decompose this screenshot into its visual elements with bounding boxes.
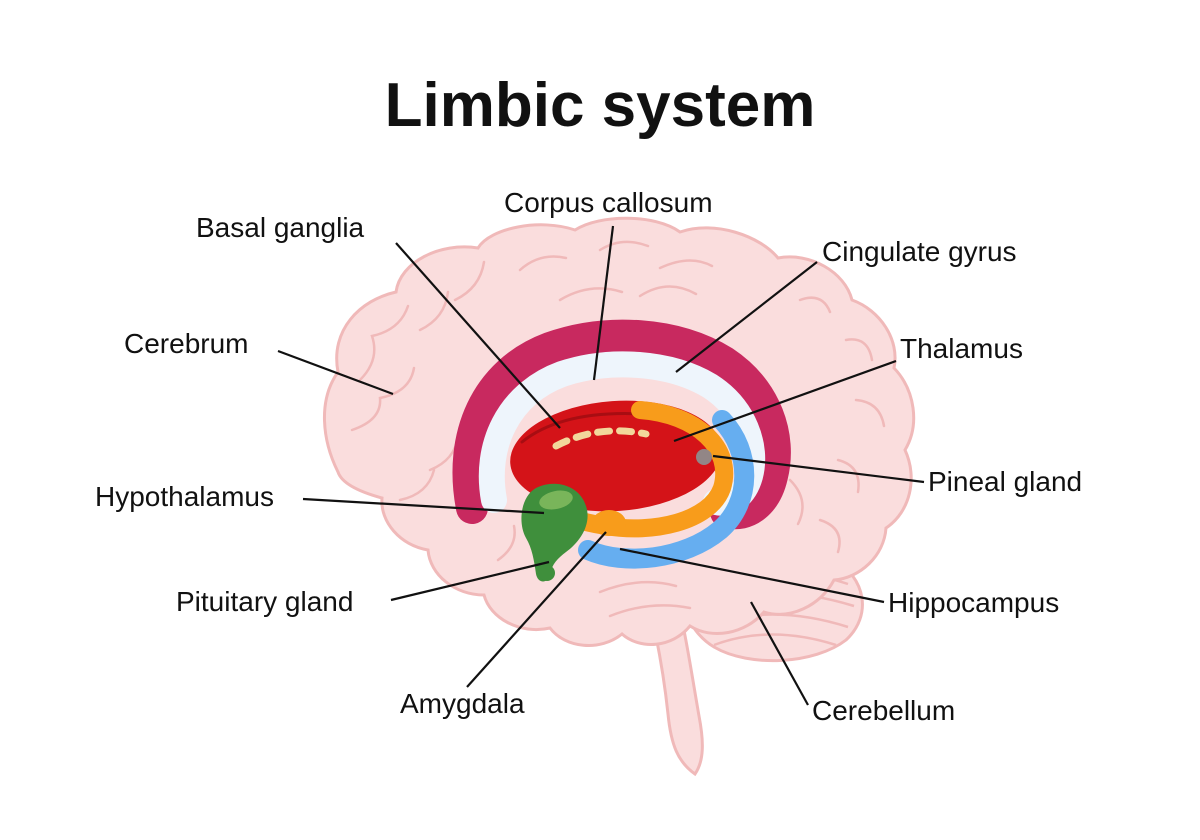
amygdala-shape	[592, 510, 626, 536]
diagram-title: Limbic system	[384, 71, 816, 140]
leader-amygdala	[466, 531, 607, 688]
hypothalamus-shape	[521, 483, 588, 582]
leader-lines	[277, 225, 925, 706]
cingulate-gyrus-shape	[452, 319, 791, 530]
label-hippocampus: Hippocampus	[888, 587, 1060, 618]
leader-pineal-gland	[712, 454, 925, 484]
leader-basal-ganglia	[395, 242, 561, 429]
label-amygdala: Amygdala	[400, 688, 525, 719]
hippocampus-shape	[578, 410, 755, 569]
label-cerebellum: Cerebellum	[812, 695, 956, 726]
leader-cingulate-gyrus	[675, 261, 818, 373]
label-hypothalamus: Hypothalamus	[95, 481, 274, 512]
pineal-gland-shape	[696, 449, 712, 465]
gyri-lines	[350, 240, 886, 618]
label-pituitary-gland: Pituitary gland	[176, 586, 354, 617]
label-thalamus: Thalamus	[900, 333, 1023, 364]
leader-hypothalamus	[302, 497, 545, 515]
label-basal-ganglia: Basal ganglia	[196, 212, 365, 243]
thalamus-contour	[520, 412, 644, 444]
thalamus-shape	[510, 400, 722, 512]
label-corpus-callosum: Corpus callosum	[504, 187, 713, 218]
leader-cerebellum	[750, 601, 809, 706]
hypothalamus-highlight	[539, 490, 573, 510]
label-cingulate-gyrus: Cingulate gyrus	[822, 236, 1017, 267]
leader-pituitary-gland	[390, 560, 550, 602]
leader-hippocampus	[619, 547, 885, 604]
leader-cerebrum	[277, 349, 394, 396]
leader-corpus-callosum	[592, 225, 615, 381]
leader-thalamus	[673, 359, 897, 443]
label-cerebrum: Cerebrum	[124, 328, 249, 359]
basal-ganglia-marks	[552, 427, 650, 450]
label-pineal-gland: Pineal gland	[928, 466, 1083, 497]
pituitary-gland-shape	[539, 565, 555, 581]
